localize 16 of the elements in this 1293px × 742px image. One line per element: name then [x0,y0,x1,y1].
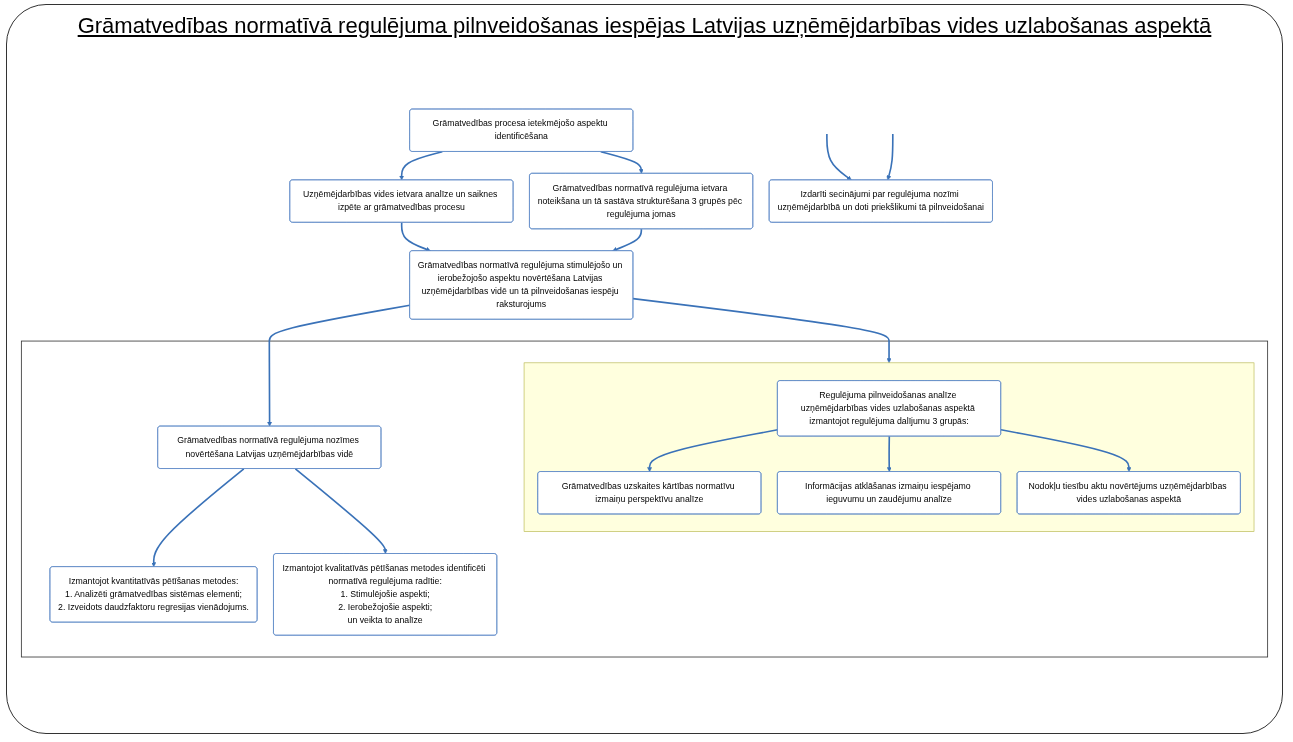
cluster [523,362,1255,532]
arrow [294,468,388,554]
arrow [886,133,894,181]
arrow [1000,429,1132,472]
arrow [826,133,852,181]
arrow [647,429,779,472]
arrow [151,468,245,568]
arrow [599,150,644,174]
arrow [399,150,444,181]
arrow [267,304,411,427]
arrow [886,435,892,472]
diagram-title: Grāmatvedības normatīvā regulējuma pilnveidošanas iespējas Latvijas uzņēmējdarbības vides uzlabošanas aspektā [77,13,1212,39]
arrow [632,297,892,364]
arrow [400,221,431,252]
cluster [20,340,1269,658]
arrow [612,228,643,252]
